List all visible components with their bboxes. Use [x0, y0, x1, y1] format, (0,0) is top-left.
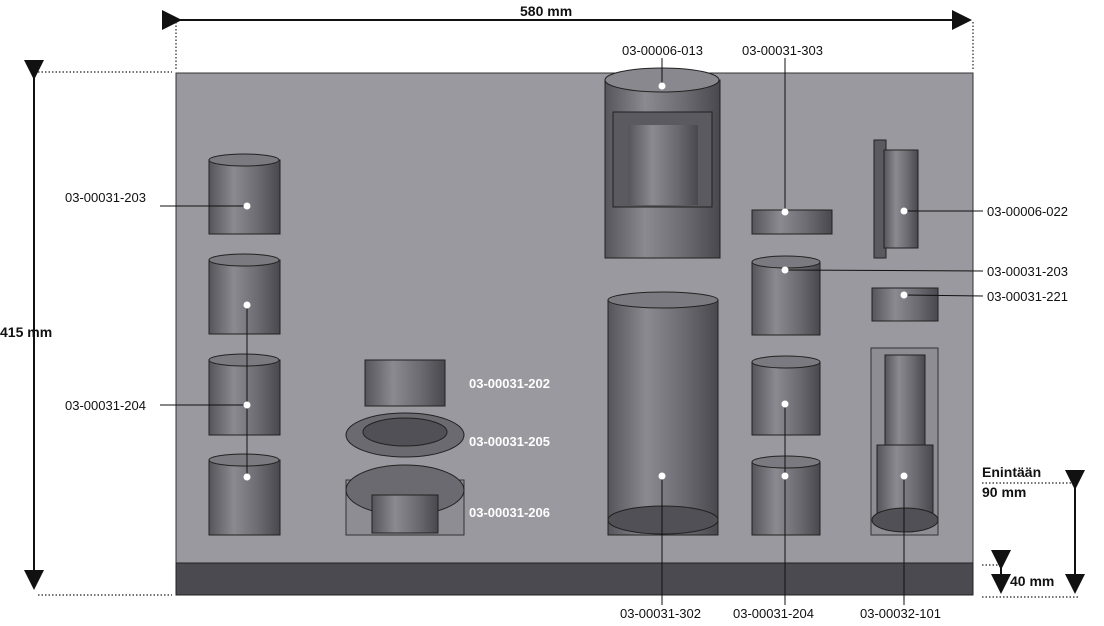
large-sleeve — [604, 67, 939, 536]
part-label: 03-00031-205 — [469, 434, 550, 449]
tray-base — [175, 562, 974, 596]
marker-dots — [243, 82, 908, 481]
base-height-value: 40 mm — [1010, 573, 1054, 589]
part-label: 03-00032-101 — [860, 606, 941, 621]
part-label: 03-00031-204 — [65, 398, 146, 413]
part-label: 03-00031-302 — [620, 606, 701, 621]
part-label: 03-00006-013 — [622, 43, 703, 58]
part-label: 03-00031-204 — [733, 606, 814, 621]
width-dimension: 580 mm — [520, 3, 572, 19]
part-label: 03-00031-206 — [469, 505, 550, 520]
leader-lines — [160, 58, 984, 605]
dimension-lines — [24, 10, 1085, 598]
height-dimension: 415 mm — [0, 324, 52, 340]
left-column-parts — [208, 153, 281, 536]
tray — [175, 72, 974, 564]
max-height-value: 90 mm — [982, 484, 1026, 500]
part-label: 03-00006-022 — [987, 204, 1068, 219]
middle-parts — [345, 359, 465, 536]
part-label: 03-00031-221 — [987, 289, 1068, 304]
part-label: 03-00031-203 — [65, 190, 146, 205]
part-label: 03-00031-202 — [469, 376, 550, 391]
part-label: 03-00031-303 — [742, 43, 823, 58]
part-label: 03-00031-203 — [987, 264, 1068, 279]
max-height-label: Enintään — [982, 464, 1041, 480]
